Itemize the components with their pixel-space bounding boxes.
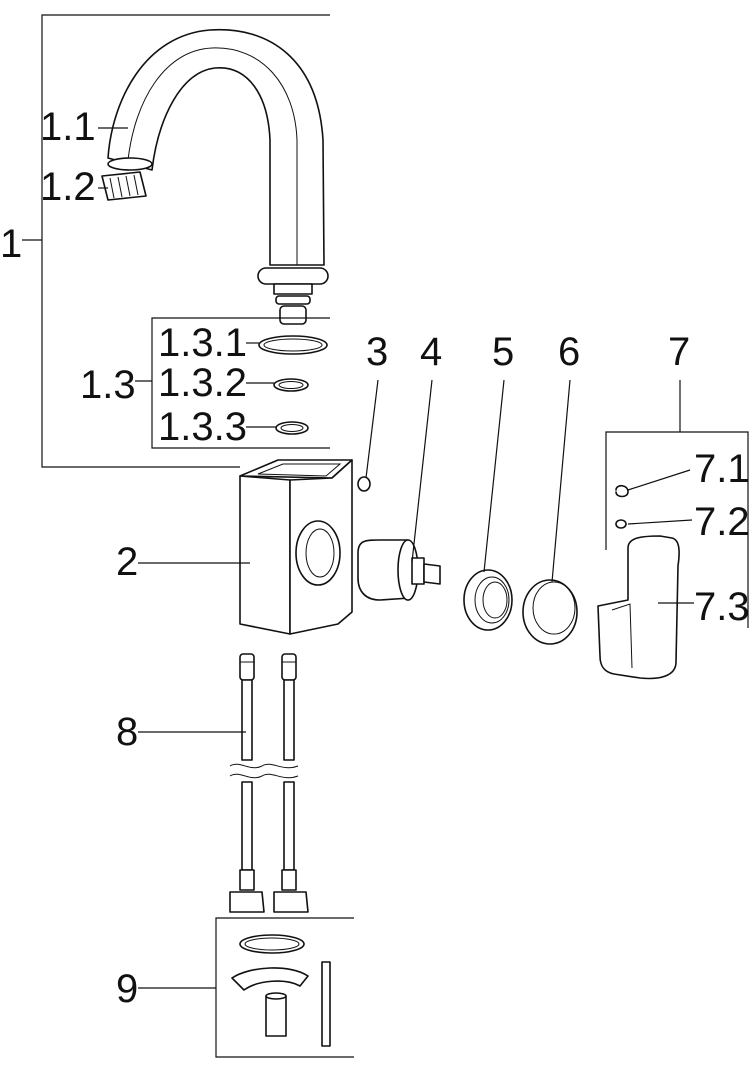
cover-cap xyxy=(522,379,578,645)
spout xyxy=(107,28,329,325)
label-7-2: 7.2 xyxy=(694,500,750,544)
label-8: 8 xyxy=(116,710,138,754)
label-7-3: 7.3 xyxy=(694,585,750,629)
label-7: 7 xyxy=(668,330,690,374)
handle-group xyxy=(597,380,749,680)
label-1-3: 1.3 xyxy=(80,363,136,407)
aerator xyxy=(101,171,147,201)
label-5: 5 xyxy=(492,330,514,374)
label-1-2: 1.2 xyxy=(40,165,96,209)
label-2: 2 xyxy=(116,540,138,584)
label-1-3-2: 1.3.2 xyxy=(158,361,247,405)
label-7-1: 7.1 xyxy=(694,447,750,491)
cartridge-nut xyxy=(463,379,513,631)
label-1-3-1: 1.3.1 xyxy=(158,321,247,365)
label-1-3-3: 1.3.3 xyxy=(158,405,247,449)
supply-hoses xyxy=(138,653,309,913)
mounting-set xyxy=(138,917,354,1058)
label-9: 9 xyxy=(116,967,138,1011)
label-4: 4 xyxy=(420,330,442,374)
group-1-bracket xyxy=(22,14,330,468)
label-1: 1 xyxy=(0,222,22,266)
label-6: 6 xyxy=(558,330,580,374)
seals-group xyxy=(135,317,330,449)
label-3: 3 xyxy=(366,330,388,374)
cartridge xyxy=(357,379,441,601)
label-1-1: 1.1 xyxy=(40,105,96,149)
set-screw xyxy=(357,379,379,492)
faucet-body xyxy=(138,459,353,635)
